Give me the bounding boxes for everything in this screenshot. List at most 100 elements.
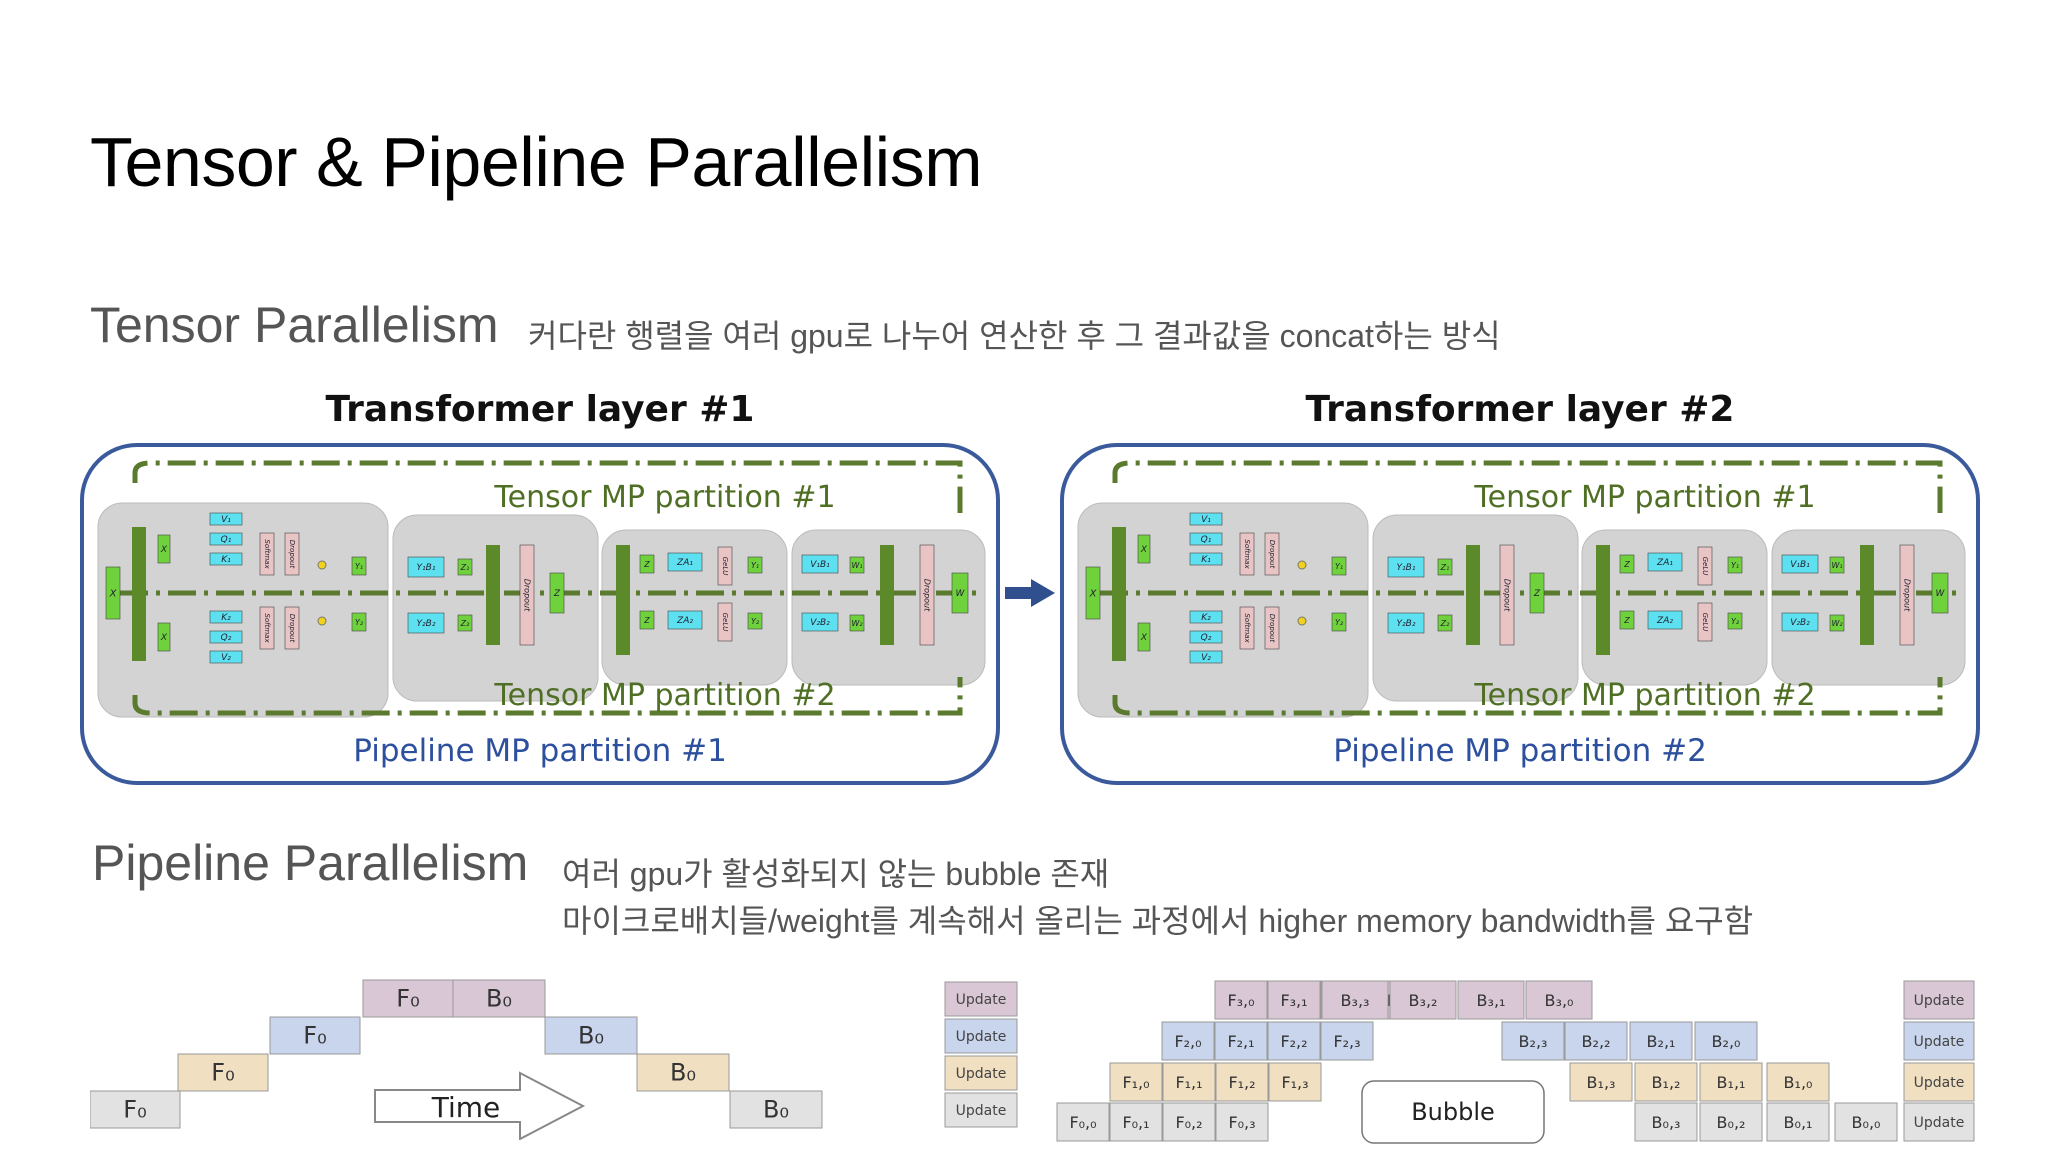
- svg-text:F₁,₃: F₁,₃: [1281, 1073, 1308, 1092]
- allreduce-bar: [1466, 545, 1480, 645]
- svg-text:F₀,₀: F₀,₀: [1069, 1113, 1096, 1132]
- svg-text:W: W: [1936, 589, 1946, 599]
- block-x: X: [1085, 566, 1101, 620]
- svg-text:F₃,₀: F₃,₀: [1227, 991, 1254, 1010]
- svg-text:V₂: V₂: [1201, 653, 1211, 663]
- svg-text:W₂: W₂: [1831, 619, 1843, 628]
- block-v1b1: V₁B₁: [801, 554, 839, 574]
- forward-microbatch-cell: F₁,₃: [1268, 1062, 1322, 1102]
- svg-text:GeLU: GeLU: [721, 557, 729, 576]
- pipeline-description-1: 여러 gpu가 활성화되지 않는 bubble 존재: [562, 856, 1110, 892]
- svg-text:X: X: [160, 633, 168, 643]
- backward-microbatch-cell: B₂,₃: [1501, 1021, 1565, 1061]
- block-y2: Y₂: [747, 612, 763, 630]
- svg-text:W₂: W₂: [851, 619, 863, 628]
- forward-microbatch-cell: F₀,₀: [1056, 1102, 1110, 1142]
- forward-microbatch-cell: F₂,₂: [1267, 1021, 1321, 1061]
- block-softmax: Softmax: [259, 606, 275, 650]
- block-softmax: Softmax: [259, 532, 275, 576]
- block-dropout: Dropout: [1499, 544, 1515, 646]
- backward-cell: B₀: [729, 1090, 823, 1129]
- pipeline-frame: [1060, 443, 1980, 785]
- forward-microbatch-cell: F₂,₀: [1161, 1021, 1215, 1061]
- svg-text:Softmax: Softmax: [263, 613, 271, 643]
- svg-text:F₂,₃: F₂,₃: [1333, 1032, 1360, 1051]
- block-gelu: GeLU: [1697, 546, 1713, 586]
- backward-cell: B₀: [636, 1053, 730, 1092]
- block-qkv: V₁: [209, 512, 243, 526]
- backward-microbatch-cell: B₂,₀: [1694, 1021, 1758, 1061]
- update-cell: Update: [944, 1055, 1018, 1091]
- tensor-description: 커다란 행렬을 여러 gpu로 나누어 연산한 후 그 결과값을 concat하…: [528, 318, 1501, 354]
- block-w2: W₂: [849, 614, 865, 632]
- layer-arrow-icon: [1005, 579, 1055, 607]
- svg-text:Update: Update: [956, 1103, 1007, 1119]
- svg-text:Dropout: Dropout: [923, 579, 932, 612]
- svg-text:B₂,₁: B₂,₁: [1647, 1032, 1676, 1051]
- block-qkv: V₁: [1189, 512, 1223, 526]
- allreduce-bar: [486, 545, 500, 645]
- block-w: W: [951, 572, 969, 614]
- svg-text:Y₁: Y₁: [1731, 561, 1739, 570]
- pipeline-partition-label: Pipeline MP partition #1: [353, 733, 727, 769]
- svg-text:Update: Update: [956, 1029, 1007, 1045]
- block-qkv: K₁: [209, 552, 243, 566]
- time-arrow-icon: [374, 1071, 586, 1140]
- split-bar: [1112, 527, 1126, 661]
- backward-microbatch-cell: B₀,₁: [1766, 1102, 1830, 1142]
- pipeline-partition-label: Pipeline MP partition #2: [1333, 733, 1707, 769]
- backward-cell: B₀: [452, 979, 546, 1018]
- block-z: Z: [639, 554, 655, 574]
- block-z: Z: [1529, 572, 1545, 614]
- svg-text:Z: Z: [643, 560, 650, 569]
- update-cell: Update: [1903, 1021, 1975, 1061]
- svg-text:GeLU: GeLU: [1701, 557, 1709, 576]
- block-y2: Y₂: [1727, 612, 1743, 630]
- block-w1: W₁: [1829, 556, 1845, 574]
- svg-text:X: X: [1140, 633, 1148, 643]
- svg-text:K₁: K₁: [221, 555, 231, 565]
- block-qkv: K₂: [1189, 610, 1223, 624]
- split-bar: [132, 527, 146, 661]
- block-qkv: Q₂: [209, 630, 243, 644]
- svg-text:F₂,₂: F₂,₂: [1280, 1032, 1307, 1051]
- time-label: Time: [431, 1091, 501, 1124]
- backward-microbatch-cell: B₂,₁: [1629, 1021, 1693, 1061]
- block-y2: Y₂: [1331, 612, 1347, 632]
- update-cell: Update: [1903, 980, 1975, 1020]
- forward-cell: F₀: [362, 979, 454, 1018]
- forward-cell: F₀: [269, 1016, 361, 1055]
- svg-text:B₀,₃: B₀,₃: [1652, 1113, 1681, 1132]
- block-z2: Z₂: [457, 614, 473, 632]
- svg-text:K₁: K₁: [1201, 555, 1211, 565]
- svg-text:B₂,₂: B₂,₂: [1582, 1032, 1611, 1051]
- block-za2: ZA₂: [667, 610, 703, 630]
- svg-text:Q₁: Q₁: [221, 535, 232, 545]
- svg-text:W: W: [956, 589, 966, 599]
- block-dropout: Dropout: [1264, 606, 1280, 650]
- block-x-top: X: [157, 534, 171, 564]
- svg-text:X: X: [160, 545, 168, 555]
- block-gelu: GeLU: [717, 602, 733, 642]
- svg-text:V₂: V₂: [221, 653, 231, 663]
- svg-text:Dropout: Dropout: [523, 579, 532, 612]
- backward-cell: B₀: [544, 1016, 638, 1055]
- svg-text:V₂B₂: V₂B₂: [1790, 618, 1810, 628]
- svg-text:F₁,₁: F₁,₁: [1175, 1073, 1202, 1092]
- forward-microbatch-cell: F₁,₂: [1215, 1062, 1269, 1102]
- svg-text:Update: Update: [956, 992, 1007, 1008]
- block-gelu: GeLU: [717, 546, 733, 586]
- backward-microbatch-cell: B₀,₃: [1634, 1102, 1698, 1142]
- block-y2b2: Y₂B₂: [407, 612, 445, 634]
- svg-text:F₁,₀: F₁,₀: [1122, 1073, 1149, 1092]
- update-cell: Update: [1903, 1062, 1975, 1102]
- block-qkv: Q₁: [1189, 532, 1223, 546]
- block-y1b1: Y₁B₁: [1387, 556, 1425, 578]
- svg-text:Z₂: Z₂: [460, 619, 470, 628]
- svg-text:Y₂B₂: Y₂B₂: [1397, 619, 1416, 629]
- update-cell: Update: [944, 1092, 1018, 1128]
- block-qkv: V₂: [1189, 650, 1223, 664]
- tensor-partition-1-boundary: [1112, 460, 1943, 513]
- svg-text:Q₁: Q₁: [1201, 535, 1212, 545]
